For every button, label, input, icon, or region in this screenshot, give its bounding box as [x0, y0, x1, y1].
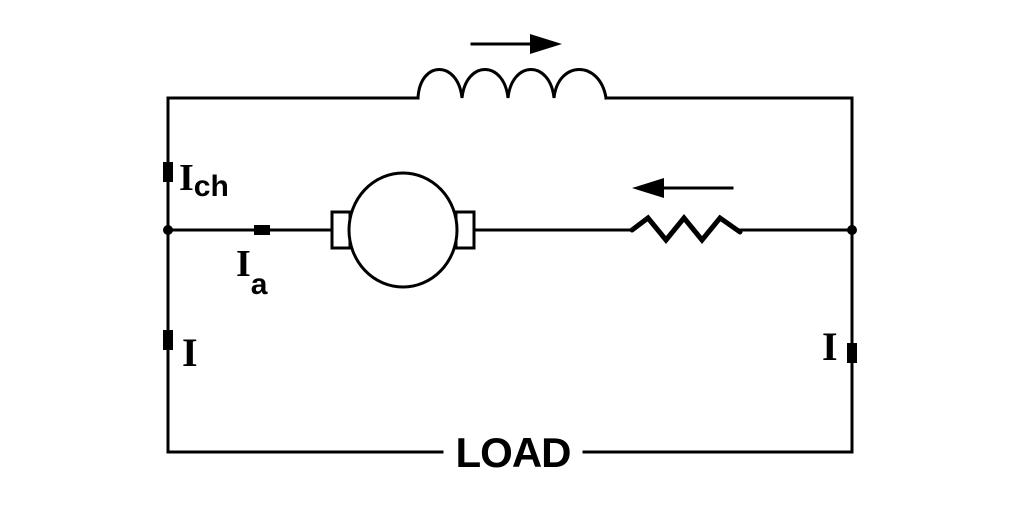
resistor-zigzag — [629, 214, 743, 244]
marker-armature-current — [254, 225, 270, 235]
marker-line-current-right — [847, 343, 857, 363]
label-field-current: Ich — [179, 157, 229, 203]
label-line-current-left: I — [182, 330, 198, 375]
label-load: LOAD — [456, 429, 571, 476]
label-line-current-right: I — [822, 324, 838, 369]
top-branch — [166, 68, 854, 100]
arrow-right-icon — [470, 34, 562, 54]
motor-armature — [330, 171, 476, 289]
junction-left — [163, 225, 173, 235]
marker-line-current-left — [163, 330, 173, 350]
junction-right — [847, 225, 857, 235]
armature-circle — [347, 171, 459, 289]
brush-left — [330, 210, 352, 250]
marker-field-current — [163, 162, 173, 182]
brush-right — [454, 210, 476, 250]
arrow-left-icon — [632, 178, 734, 198]
label-armature-current: Ia — [236, 243, 268, 301]
inductor-coil — [416, 68, 608, 100]
